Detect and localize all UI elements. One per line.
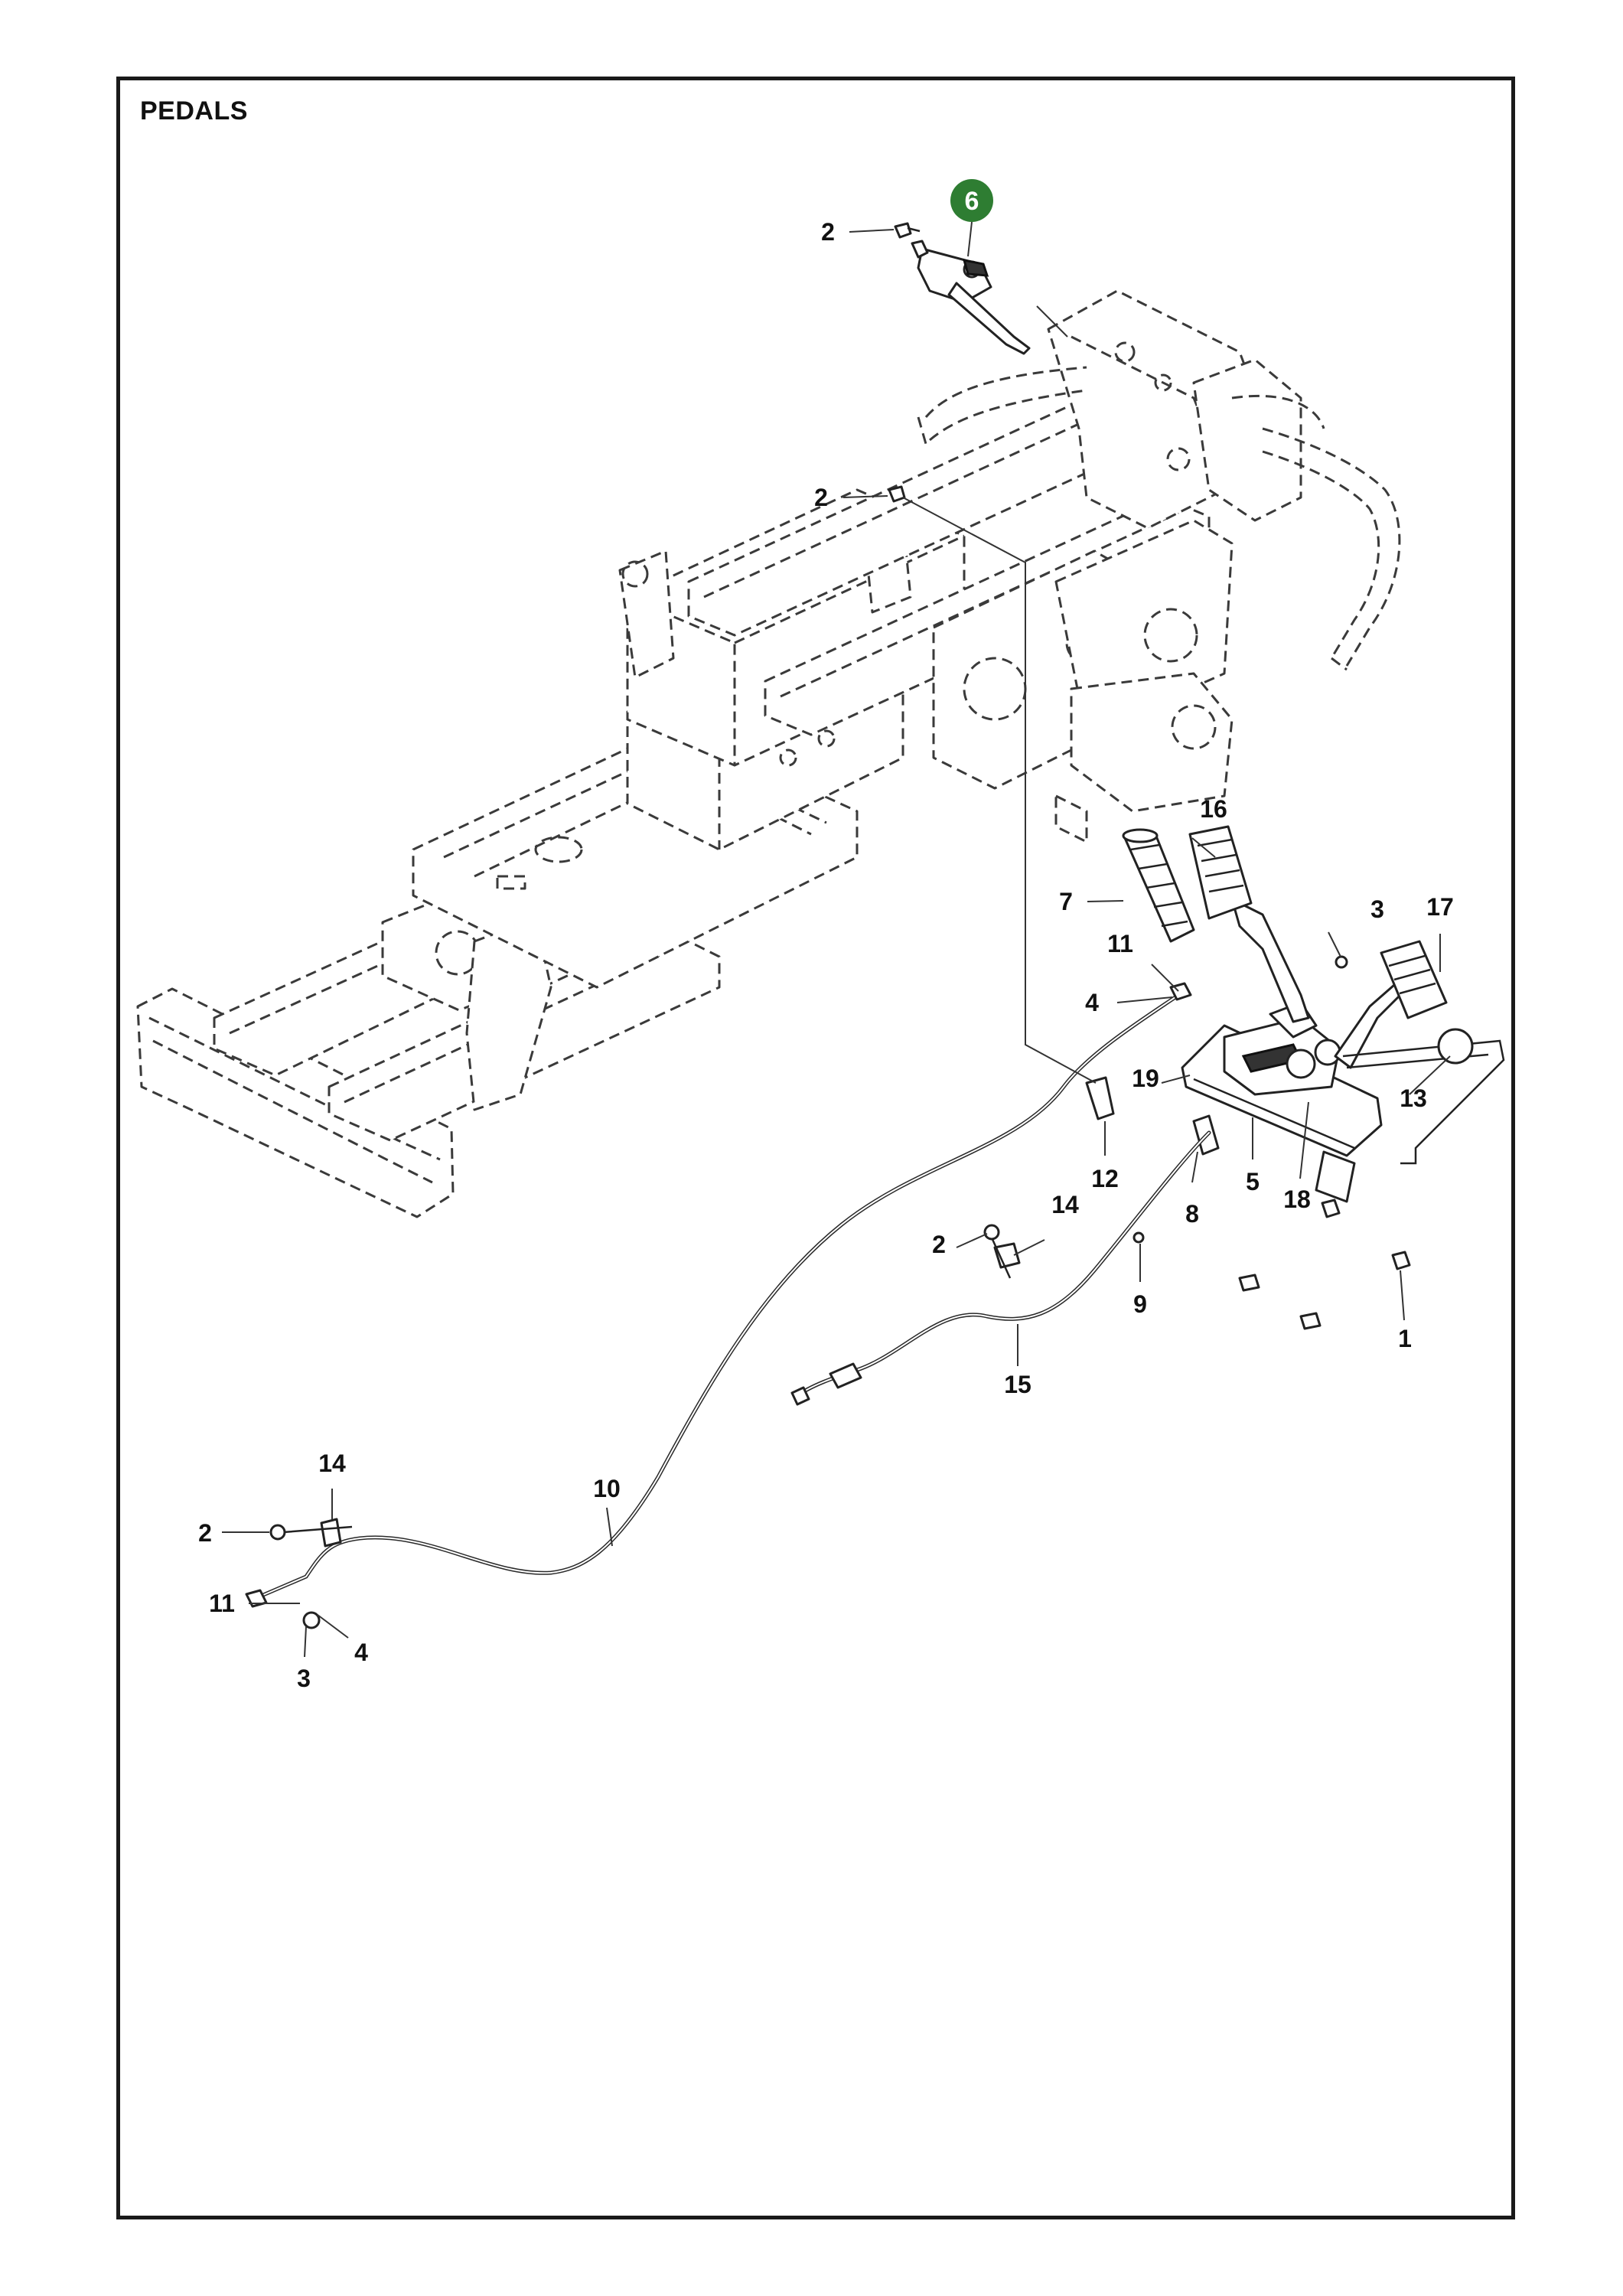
callouts: 6 2 2 16 7 3 17 11 4 19 13 12 5 18 8 14 … [198,179,1454,1692]
callout-17[interactable]: 17 [1426,893,1454,921]
clip-14-lower [269,1518,353,1548]
callout-11-upper[interactable]: 11 [1107,930,1133,957]
leader-lines [222,221,1451,1658]
switch-assembly [911,240,1031,355]
callout-9[interactable]: 9 [1133,1290,1147,1318]
callout-18[interactable]: 18 [1283,1186,1311,1213]
page-title: PEDALS [140,96,248,126]
tractor-frame [136,289,1401,1218]
callout-16[interactable]: 16 [1200,795,1227,823]
callout-1[interactable]: 1 [1398,1325,1412,1352]
callout-12[interactable]: 12 [1091,1165,1119,1192]
callout-14-upper[interactable]: 14 [1051,1191,1079,1218]
callout-4-lower[interactable]: 4 [354,1639,368,1666]
drawing-border [116,77,1515,2219]
highlight-badge [950,179,993,222]
callout-19[interactable]: 19 [1132,1065,1159,1092]
clip-14-upper [983,1224,1021,1279]
callout-4-upper[interactable]: 4 [1085,989,1099,1016]
callout-2-mid[interactable]: 2 [814,484,828,511]
callout-11-lower[interactable]: 11 [209,1590,235,1617]
callout-6-highlight[interactable]: 6 [950,179,993,222]
callout-14-lower[interactable]: 14 [318,1450,346,1477]
bolt-2-top [894,222,921,239]
callout-13[interactable]: 13 [1400,1084,1427,1112]
callout-7[interactable]: 7 [1059,888,1073,915]
callout-3-lower[interactable]: 3 [297,1665,311,1692]
cable-10 [245,982,1192,1629]
callout-3-upper[interactable]: 3 [1370,895,1384,923]
pedal-assembly [1085,825,1505,1330]
highlight-label: 6 [965,187,979,216]
callout-2-cable[interactable]: 2 [932,1231,946,1258]
callout-15[interactable]: 15 [1004,1371,1031,1398]
cable-15 [790,1130,1211,1406]
callout-2-lower[interactable]: 2 [198,1519,212,1547]
callout-5[interactable]: 5 [1246,1168,1260,1195]
callout-8[interactable]: 8 [1185,1200,1199,1228]
callout-10[interactable]: 10 [593,1475,621,1502]
callout-2-top[interactable]: 2 [821,218,835,246]
